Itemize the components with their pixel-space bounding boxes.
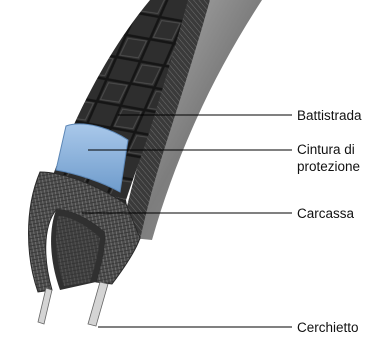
label-casing: Carcassa (297, 206, 354, 222)
label-bead: Cerchietto (297, 320, 359, 336)
bead-wire-left (38, 288, 52, 324)
label-protection-belt-line2: protezione (297, 159, 360, 175)
label-protection-belt-line1: Cintura di (297, 142, 355, 158)
bead-wire-right (88, 282, 108, 326)
label-tread: Battistrada (297, 108, 362, 124)
